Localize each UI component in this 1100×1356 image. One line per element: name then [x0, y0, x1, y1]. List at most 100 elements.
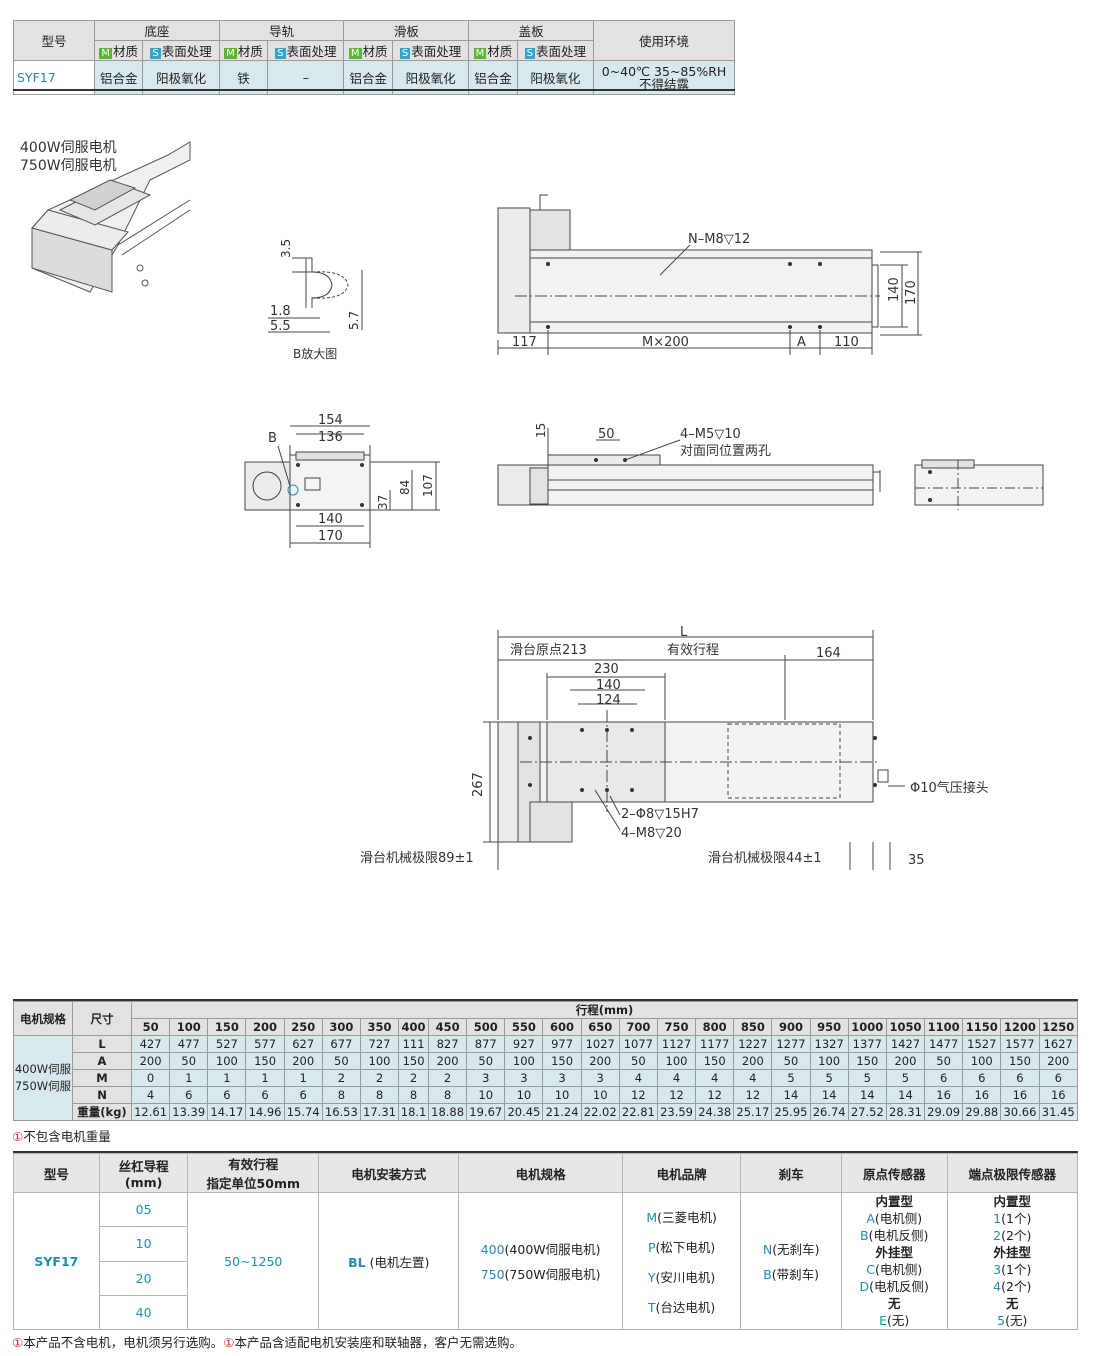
stroke-value-cell: 1	[169, 1069, 209, 1087]
sel-header-brake: 刹车	[740, 1153, 842, 1193]
dim-170-top: 170	[904, 280, 919, 305]
product-photo	[31, 141, 191, 293]
brake-option: B(带刹车)	[763, 1267, 820, 1282]
lead-option: 05	[98, 1191, 189, 1228]
sensor-option: 2(2个)	[993, 1228, 1032, 1243]
stroke-header-cell: 1150	[962, 1018, 1002, 1036]
stroke-value-cell: 677	[321, 1035, 361, 1053]
dim-l: L	[680, 625, 688, 640]
stroke-value-cell: 50	[771, 1052, 811, 1070]
stroke-value-cell: 6	[1038, 1069, 1079, 1087]
brake-option: N(无刹车)	[762, 1242, 820, 1257]
stroke-header-cell: 550	[504, 1018, 544, 1036]
stroke-value-cell: 18.88	[428, 1103, 468, 1121]
dim-140-plan: 140	[596, 678, 621, 693]
dim-230: 230	[594, 662, 619, 677]
stroke-value-cell: 8	[428, 1086, 468, 1104]
side-holes-note: 对面同位置两孔	[680, 444, 771, 459]
stroke-value-cell: 22.81	[618, 1103, 658, 1121]
table-rule	[13, 89, 735, 91]
stroke-value-cell: 8	[398, 1086, 430, 1104]
dim-1-8: 1.8	[270, 304, 291, 319]
stroke-value-cell: 14	[809, 1086, 849, 1104]
stroke-value-cell: 10	[504, 1086, 544, 1104]
stroke-value-cell: 13.39	[169, 1103, 209, 1121]
stroke-value-cell: 827	[428, 1035, 468, 1053]
stroke-header-cell: 450	[428, 1018, 468, 1036]
stroke-value-cell: 6	[1000, 1069, 1040, 1087]
product-label-line1: 400W伺服电机	[20, 140, 117, 156]
stroke-value-cell: 1427	[885, 1035, 926, 1053]
header-model: 型号	[13, 20, 95, 61]
stroke-value-cell: 4	[130, 1086, 171, 1104]
dim-154: 154	[318, 413, 343, 428]
stroke-value-cell: 2	[398, 1069, 430, 1087]
stroke-value-cell: 15.74	[283, 1103, 323, 1121]
stroke-value-cell: 27.52	[847, 1103, 887, 1121]
dim-110: 110	[834, 335, 859, 350]
plan-view-holes	[528, 728, 877, 792]
dim-m200: M×200	[642, 335, 689, 350]
limit-left-label: 滑台机械极限89±1	[360, 851, 474, 866]
stroke-value-cell: 6	[283, 1086, 323, 1104]
stroke-value-cell: 26.74	[809, 1103, 849, 1121]
stroke-value-cell: 1277	[771, 1035, 811, 1053]
stroke-value-cell: 23.59	[656, 1103, 697, 1121]
header-environment: 使用环境	[593, 20, 735, 61]
top-view	[497, 194, 922, 355]
effective-label: 有效行程	[667, 643, 719, 658]
stroke-value-cell: 10	[466, 1086, 506, 1104]
spec-options: 400(400W伺服电机) 750(750W伺服电机)	[458, 1192, 623, 1330]
stroke-value-cell: 100	[359, 1052, 400, 1070]
dim-107: 107	[421, 474, 435, 497]
origin-sensor-options: 内置型 A(电机侧) B(电机反侧) 外挂型 C(电机侧) D(电机反侧) 无 …	[840, 1192, 948, 1330]
stroke-value-cell: 29.09	[924, 1103, 964, 1121]
stroke-header-cell: 300	[321, 1018, 361, 1036]
stroke-value-cell: 5	[885, 1069, 926, 1087]
dim-84: 84	[398, 480, 412, 495]
header-motor: 电机规格	[13, 1001, 73, 1036]
stroke-value-cell: 1	[245, 1069, 285, 1087]
stroke-value-cell: 6	[962, 1069, 1002, 1087]
sensor-option: 4(2个)	[993, 1279, 1032, 1294]
dim-3-5: 3.5	[279, 239, 293, 258]
stroke-value-cell: 25.17	[733, 1103, 773, 1121]
stroke-value-cell: 5	[809, 1069, 849, 1087]
dim-a: A	[797, 335, 806, 350]
stroke-value-cell: 1177	[695, 1035, 735, 1053]
origin-label: 滑台原点213	[510, 643, 587, 658]
stroke-value-cell: 50	[618, 1052, 658, 1070]
stroke-value-cell: 12	[618, 1086, 658, 1104]
b-detail	[268, 257, 363, 333]
stroke-value-cell: 0	[130, 1069, 171, 1087]
stroke-header-cell: 1100	[924, 1018, 964, 1036]
dim-5-7: 5.7	[347, 311, 361, 330]
stroke-header-cell: 400	[398, 1018, 430, 1036]
header-stroke: 行程(mm)	[131, 1001, 1078, 1019]
stroke-value-cell: 1377	[847, 1035, 887, 1053]
stroke-value-cell: 100	[962, 1052, 1002, 1070]
stroke-value-cell: 100	[504, 1052, 544, 1070]
sensor-option: 3(1个)	[993, 1262, 1032, 1277]
motor-spec-cell: 400W伺服 750W伺服	[13, 1035, 73, 1121]
spec-option: 400(400W伺服电机)	[480, 1242, 601, 1257]
stroke-value-cell: 12.61	[130, 1103, 171, 1121]
stroke-value-cell: 1627	[1038, 1035, 1079, 1053]
stroke-header-cell: 100	[169, 1018, 209, 1036]
stroke-value-cell: 12	[695, 1086, 735, 1104]
sensor-option: 5(无)	[997, 1313, 1028, 1328]
sensor-option: A(电机侧)	[866, 1211, 923, 1226]
stroke-header-cell: 1250	[1038, 1018, 1079, 1036]
dim-170-end: 170	[318, 529, 343, 544]
top-holes-label: N–M8▽12	[688, 232, 750, 247]
stroke-value-cell: 18.1	[398, 1103, 430, 1121]
spec-option: 750(750W伺服电机)	[480, 1267, 601, 1282]
stroke-value-cell: 727	[359, 1035, 400, 1053]
table-rule	[13, 999, 1078, 1001]
stroke-value-cell: 16	[1038, 1086, 1079, 1104]
limit-sensor-options: 内置型 1(1个) 2(2个) 外挂型 3(1个) 4(2个) 无 5(无)	[946, 1192, 1079, 1330]
